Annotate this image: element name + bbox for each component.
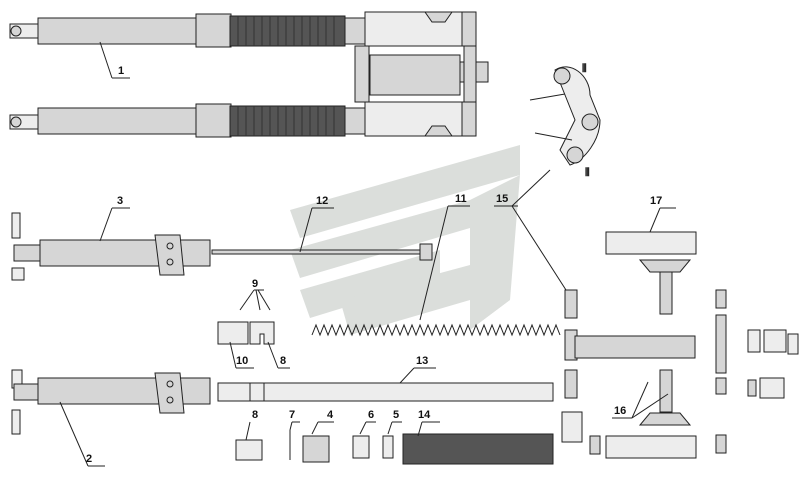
callout-11: 11 [455, 193, 467, 205]
callout-8-bottom: 8 [252, 409, 258, 421]
damper-rod-12 [211, 243, 433, 261]
small-parts [235, 430, 554, 465]
callout-5: 5 [393, 409, 399, 421]
callout-16: 16 [614, 405, 626, 417]
callout-17: 17 [650, 195, 662, 207]
top-bracket-17 [605, 231, 697, 315]
callout-lines [59, 41, 676, 467]
callout-2: 2 [86, 453, 92, 465]
fork-leg-2 [11, 369, 211, 435]
fork-assembly [9, 11, 489, 138]
callout-4: 4 [327, 409, 334, 421]
spring-11 [311, 323, 561, 337]
right-small-parts [589, 289, 799, 455]
callout-6: 6 [368, 409, 374, 421]
callout-1: 1 [118, 65, 124, 77]
bottom-bracket-16 [605, 369, 697, 459]
boot-lower [229, 105, 346, 137]
callout-7: 7 [289, 409, 295, 421]
triple-clamp: ⫴ ⫴ [529, 63, 601, 179]
callout-10: 10 [236, 355, 248, 367]
svg-text:⫴: ⫴ [582, 63, 587, 75]
callout-labels: 1 2 3 4 5 6 7 8 8 9 10 11 12 13 14 15 16… [86, 65, 662, 465]
callout-14: 14 [418, 409, 431, 421]
clip-parts-9 [217, 321, 275, 345]
steering-column-15 [561, 289, 696, 443]
watermark-logo [290, 145, 520, 335]
boot-upper [229, 15, 346, 47]
svg-text:⫴: ⫴ [585, 167, 590, 179]
callout-8-middle: 8 [280, 355, 286, 367]
inner-tube-13 [217, 382, 554, 402]
callout-9: 9 [252, 278, 258, 290]
callout-15: 15 [496, 193, 508, 205]
fork-leg-3 [11, 212, 211, 281]
callout-3: 3 [117, 195, 123, 207]
boot-ribs [237, 16, 335, 136]
callout-12: 12 [316, 195, 328, 207]
callout-13: 13 [416, 355, 428, 367]
